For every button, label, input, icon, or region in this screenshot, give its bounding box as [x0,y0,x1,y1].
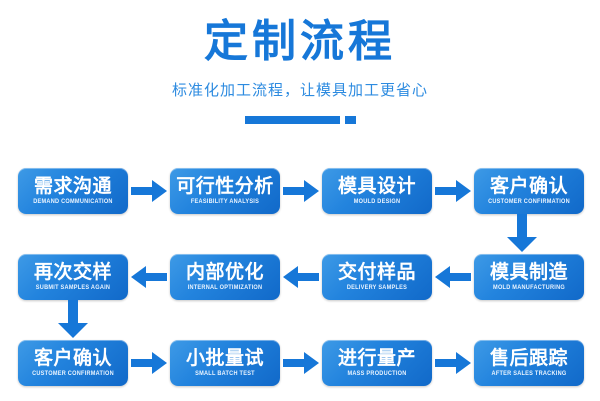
arrow-left-icon [128,264,170,290]
flow-node-submit-samples-again[interactable]: 再次交样 SUBMIT SAMPLES AGAIN [18,254,128,300]
page-subtitle: 标准化加工流程，让模具加工更省心 [171,81,428,99]
flow-node-label-en: AFTER SALES TRACKING [491,370,567,377]
header: 定制流程 标准化加工流程，让模具加工更省心 [0,0,600,152]
flow-node-customer-confirmation-top[interactable]: 客户确认 CUSTOMER CONFIRMATION [474,168,584,214]
divider-dot [344,116,356,124]
flow-node-small-batch-test[interactable]: 小批量试 SMALL BATCH TEST [170,340,280,386]
flow-node-customer-confirmation-bottom[interactable]: 客户确认 CUSTOMER CONFIRMATION [18,340,128,386]
row-left-pad [0,191,18,192]
flow-node-label-en: INTERNAL OPTIMIZATION [187,284,263,291]
arrow-right-icon [280,350,322,376]
flow-node-label-en: FEASIBILITY ANALYSIS [190,198,260,205]
row-left-pad [0,277,18,278]
flow-node-label-cn: 交付样品 [337,260,416,283]
flow-node-label-cn: 模具制造 [489,260,568,283]
flow-node-label-cn: 模具设计 [337,174,416,197]
process-flowchart: 需求沟通 DEMAND COMMUNICATION 可行性分析 FEASIBIL… [0,158,600,401]
flow-node-label-en: SUBMIT SAMPLES AGAIN [35,284,111,291]
arrow-right-icon [280,178,322,204]
flow-node-label-en: MOULD DESIGN [353,198,401,205]
flow-node-label-cn: 内部优化 [185,260,264,283]
header-divider [0,116,600,124]
flow-node-mass-production[interactable]: 进行量产 MASS PRODUCTION [322,340,432,386]
flow-node-label-cn: 客户确认 [33,346,112,369]
flow-node-label-en: MASS PRODUCTION [347,370,407,377]
arrow-right-icon [432,350,474,376]
flow-node-label-en: DELIVERY SAMPLES [346,284,408,291]
flow-node-label-cn: 小批量试 [185,346,264,369]
arrow-down-icon-left [58,300,88,338]
flow-node-label-cn: 需求沟通 [33,174,112,197]
flow-row-3: 客户确认 CUSTOMER CONFIRMATION 小批量试 SMALL BA… [0,338,600,388]
arrow-left-icon [432,264,474,290]
arrow-left-icon [280,264,322,290]
flow-node-label-en: MOLD MANUFACTURING [493,284,565,291]
flow-node-label-cn: 客户确认 [489,174,568,197]
flow-node-mold-manufacturing[interactable]: 模具制造 MOLD MANUFACTURING [474,254,584,300]
arrow-right-icon [432,178,474,204]
row-left-pad [0,363,18,364]
flow-node-after-sales-tracking[interactable]: 售后跟踪 AFTER SALES TRACKING [474,340,584,386]
arrow-right-icon [128,350,170,376]
divider-bar [244,116,340,124]
flow-node-mould-design[interactable]: 模具设计 MOULD DESIGN [322,168,432,214]
flow-node-demand-communication[interactable]: 需求沟通 DEMAND COMMUNICATION [18,168,128,214]
flow-node-label-en: DEMAND COMMUNICATION [33,198,113,205]
page-title: 定制流程 [204,16,396,67]
flow-node-label-cn: 再次交样 [33,260,112,283]
flow-row-2: 再次交样 SUBMIT SAMPLES AGAIN 内部优化 INTERNAL … [0,252,600,302]
flow-node-label-cn: 售后跟踪 [489,346,568,369]
flow-node-label-en: SMALL BATCH TEST [195,370,255,377]
flow-node-delivery-samples[interactable]: 交付样品 DELIVERY SAMPLES [322,254,432,300]
flow-row-1: 需求沟通 DEMAND COMMUNICATION 可行性分析 FEASIBIL… [0,166,600,216]
flow-node-label-en: CUSTOMER CONFIRMATION [488,198,570,205]
flow-node-internal-optimization[interactable]: 内部优化 INTERNAL OPTIMIZATION [170,254,280,300]
arrow-right-icon [128,178,170,204]
flow-node-label-cn: 可行性分析 [176,174,274,197]
flow-node-feasibility-analysis[interactable]: 可行性分析 FEASIBILITY ANALYSIS [170,168,280,214]
flow-node-label-en: CUSTOMER CONFIRMATION [32,370,114,377]
arrow-down-icon-right [507,214,537,252]
flow-node-label-cn: 进行量产 [337,346,416,369]
